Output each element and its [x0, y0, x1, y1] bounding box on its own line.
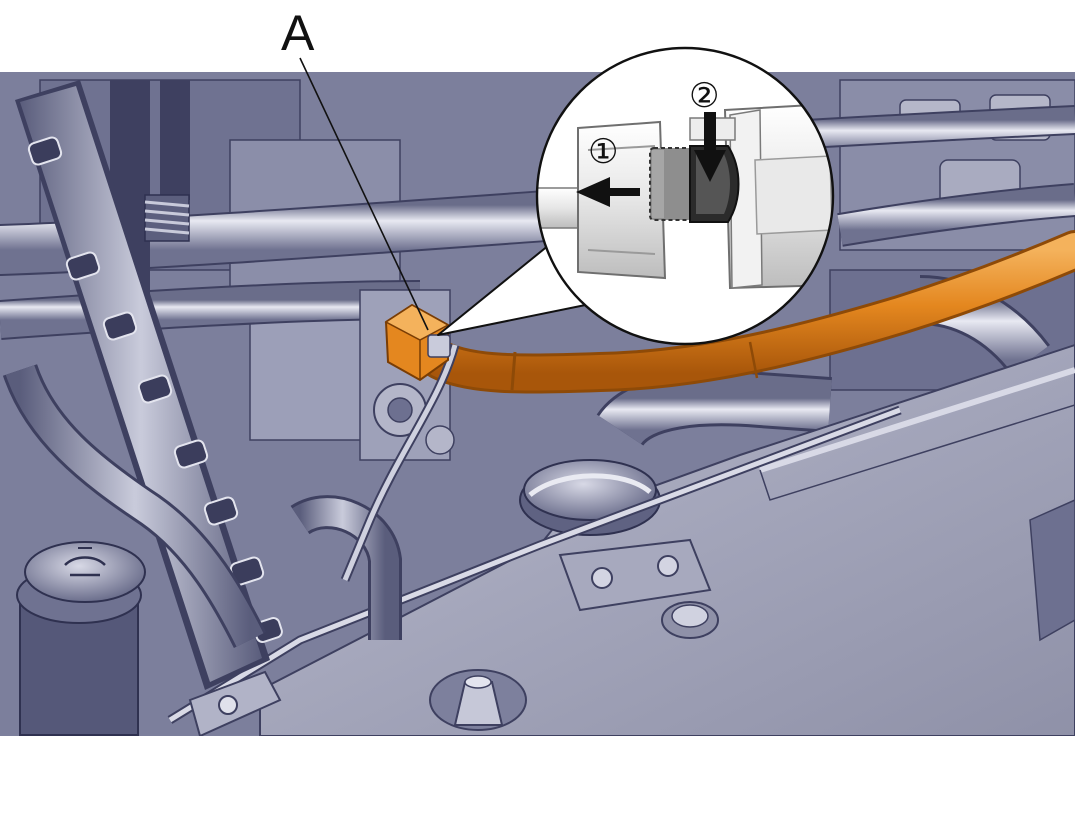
- arrow-step-2: [694, 112, 726, 182]
- engine-scene: [0, 72, 1075, 736]
- orange-high-voltage-harness: [420, 230, 1075, 394]
- connector-a: [384, 303, 451, 382]
- coil-spring: [144, 194, 190, 242]
- arrow-step-1: [576, 177, 640, 207]
- mount-bracket: [558, 538, 712, 612]
- round-boss: [661, 601, 719, 639]
- lower-bracket: [188, 670, 282, 736]
- lock-slider: [649, 147, 693, 221]
- washer-fluid-reservoir: [16, 541, 146, 736]
- step-2-label: ②: [689, 77, 719, 115]
- bolt-boss: [429, 669, 527, 731]
- callout-label-a: A: [281, 5, 315, 61]
- step-1-label: ①: [588, 133, 618, 171]
